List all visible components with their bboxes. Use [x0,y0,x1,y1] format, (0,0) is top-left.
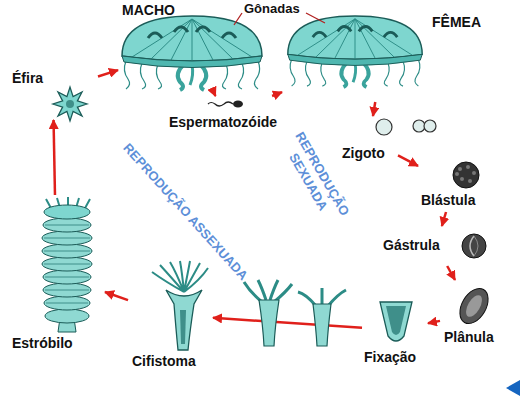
stage-node: Plânula [440,280,508,348]
sperm-part [208,102,233,106]
strobila [42,197,92,332]
cycle-arrow [272,92,282,96]
stage-label: Fixação [364,349,416,366]
young-polyp-part [244,280,292,302]
stage-label: Zigoto [342,145,385,162]
female-medusa [288,16,422,87]
ephyra-part [53,87,87,121]
young-polyp-part [313,304,331,346]
blastula-part [472,171,476,175]
ephyra [53,87,87,121]
strobila-part [44,225,90,303]
zygote [376,119,436,135]
young-polyp-part [298,288,346,306]
male-medusa [122,16,262,90]
stage-node: Cifistoma [128,258,213,372]
process-label: REPRODUÇÃO ASSEXUADA [119,140,250,283]
zygote-part [376,119,392,135]
cycle-arrow [54,120,55,195]
part-label: Gônadas [244,1,300,17]
cycle-arrow [98,70,118,76]
stage-label: Plânula [444,329,494,346]
strobila-part [44,205,90,219]
fixation-polyp [380,302,412,341]
young-polyp-part [259,300,279,346]
stage-label: Cifistoma [132,353,196,370]
fixation-polyp-part [380,302,412,341]
stage-label: Espermatozóide [169,114,277,131]
blastula-part [460,177,464,181]
scyphistoma-part [152,261,208,292]
blastula-part [455,172,459,176]
cycle-arrow [213,318,362,328]
stage-node: Éfira [8,62,98,120]
planula-part [454,284,494,329]
corner-mark [506,380,520,396]
cycle-arrow [373,102,375,116]
blastula-part [458,167,462,171]
stage-node: Gástrula [380,226,492,266]
sperm [208,101,243,108]
stage-node: FÊMEA [282,2,485,102]
strobila-part [45,309,89,323]
cycle-arrow [447,266,455,280]
stage-node: Blástula [418,158,490,212]
cycle-arrow [428,321,440,323]
gastrula-part [470,236,474,256]
stage-node: Espermatozóide [165,96,283,134]
zygote-part [424,120,436,132]
stage-node: Zigoto [340,116,398,164]
blastula [453,162,479,188]
stage-label: Éfira [12,70,43,87]
cycle-arrow [442,212,446,226]
cycle-arrow [105,292,128,300]
blastula-part [466,165,470,169]
stage-label: Estróbilo [12,335,73,352]
scyphistoma-part [180,310,186,344]
gastrula [462,234,486,258]
cycle-arrow [213,90,216,96]
stage-label: Blástula [421,192,475,209]
gastrula-part [462,234,486,258]
fixation-polyp-part [386,306,406,335]
stage-label: FÊMEA [432,14,481,31]
process-label: REPRODUÇÃO SEXUADA [273,122,357,235]
sperm-part [233,101,243,108]
gastrula-part [474,236,478,256]
scyphistoma-part [166,290,202,350]
young-polyp [298,288,346,346]
scyphistoma [152,261,208,350]
ephyra-part [66,100,74,108]
blastula-part [468,179,472,183]
blastula-part [453,162,479,188]
stage-label: MACHO [122,2,175,19]
stage-node: Estróbilo [8,195,105,355]
zygote-part [413,120,425,132]
cycle-arrow [398,155,418,166]
young-polyp [244,280,292,346]
stage-node: Fixação [362,292,428,368]
planula [454,284,494,329]
planula-part [463,293,485,320]
stage-label: Gástrula [383,237,440,254]
